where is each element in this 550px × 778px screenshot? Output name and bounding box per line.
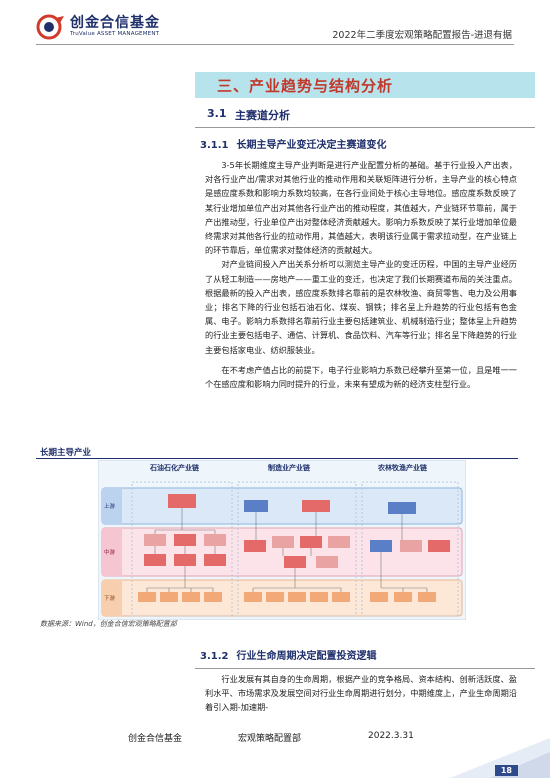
logo-mark-icon bbox=[36, 14, 66, 40]
logo-en: TruValue ASSET MANAGEMENT bbox=[70, 31, 160, 37]
sub-subsection-divider bbox=[195, 668, 535, 669]
company-logo: 创金合信基金 TruValue ASSET MANAGEMENT bbox=[36, 14, 160, 40]
page-number: 18 bbox=[494, 765, 518, 776]
header-divider bbox=[36, 44, 514, 45]
subsection-title: 主赛道分析 bbox=[235, 109, 290, 122]
paragraph: 在不考虑产值占比的前提下，电子行业影响力系数已经攀升至第一位，且是唯一一个在感应… bbox=[205, 364, 517, 390]
section-title: 三、产业趋势与结构分析 bbox=[217, 77, 394, 95]
footer-date: 2022.3.31 bbox=[368, 731, 414, 741]
sub-subsection-number: 3.1.2 bbox=[200, 651, 229, 662]
footer-dept: 宏观策略配置部 bbox=[238, 734, 302, 744]
corner-decoration bbox=[450, 738, 550, 778]
body-text-2: 行业发展有其自身的生命周期，根据产业的竞争格局、资本结构、创新活跃度、盈利水平、… bbox=[205, 672, 517, 715]
subsection-heading: 3.1 主赛道分析 bbox=[195, 104, 535, 126]
paragraph: 对产业链间投入产出关系分析可以测览主导产业的变迁历程，中国的主导产业经历了从轻工… bbox=[205, 259, 517, 355]
subsection-number: 3.1 bbox=[207, 107, 227, 120]
sub-subsection-title: 行业生命周期决定配置投资逻辑 bbox=[236, 651, 377, 662]
page-header: 创金合信基金 TruValue ASSET MANAGEMENT 2022年二季… bbox=[0, 0, 550, 46]
chain-label-manufacturing: 制造业产业链 bbox=[268, 464, 310, 472]
paragraph: 行业发展有其自身的生命周期，根据产业的竞争格局、资本结构、创新活跃度、盈利水平、… bbox=[205, 674, 517, 713]
paragraph: 3-5年长期维度主导产业判断是进行产业配置分析的基础。基于行业投入产出表，对各行… bbox=[205, 160, 517, 256]
sub-subsection-number: 3.1.1 bbox=[200, 140, 229, 151]
section-title-band: 三、产业趋势与结构分析 bbox=[195, 72, 535, 98]
logo-cn: 创金合信基金 bbox=[70, 15, 160, 31]
figure-source: 数据来源：Wind，创金合信宏观策略配置部 bbox=[40, 620, 177, 628]
report-title: 2022年二季度宏观策略配置报告-进退有据 bbox=[332, 30, 512, 41]
sub-subsection-heading-2: 3.1.2 行业生命周期决定配置投资逻辑 bbox=[200, 647, 376, 662]
sub-subsection-title: 长期主导产业变迁决定主赛道变化 bbox=[236, 140, 387, 151]
subsection-divider bbox=[195, 127, 535, 128]
body-text-1: 3-5年长期维度主导产业判断是进行产业配置分析的基础。基于行业投入产出表，对各行… bbox=[205, 158, 517, 391]
figure-title: 长期主导产业 bbox=[40, 448, 92, 458]
row-label-upstream: 上游 bbox=[104, 504, 116, 510]
figure-title-rule bbox=[36, 458, 518, 459]
row-label-downstream: 下游 bbox=[104, 596, 116, 602]
chain-label-petrochem: 石油石化产业链 bbox=[150, 464, 199, 472]
row-label-midstream: 中游 bbox=[104, 550, 116, 556]
chain-label-agriculture: 农林牧渔产业链 bbox=[378, 464, 427, 472]
sub-subsection-heading-1: 3.1.1 长期主导产业变迁决定主赛道变化 bbox=[200, 136, 386, 151]
industry-chain-diagram: 石油石化产业链 制造业产业链 农林牧渔产业链 上游 中游 下游 bbox=[97, 459, 467, 621]
footer-company: 创金合信基金 bbox=[128, 734, 183, 744]
